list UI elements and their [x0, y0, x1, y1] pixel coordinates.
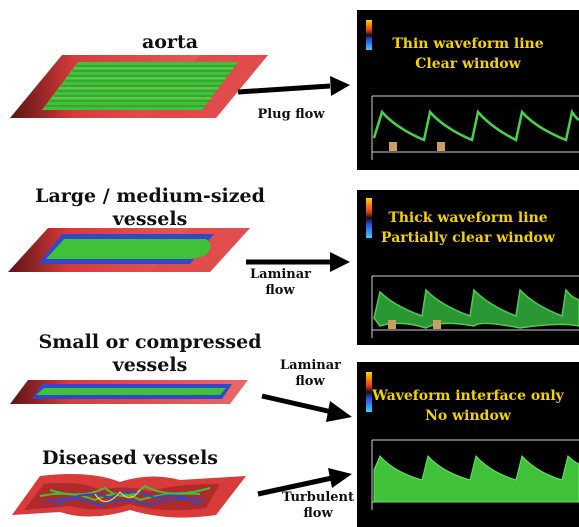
small-compressed-vessel — [10, 380, 248, 404]
aorta-vessel — [10, 55, 268, 118]
waveform-thin — [372, 108, 579, 142]
color-scale-bar-1 — [366, 20, 372, 50]
waveform-filled — [373, 454, 579, 503]
doppler-frame-2 — [371, 275, 579, 338]
doppler-panel-3-line2: No window — [425, 408, 511, 424]
doppler-panel-2-line1: Thick waveform line — [388, 210, 548, 226]
marker-2b — [433, 320, 441, 329]
doppler-panel-2-text: Thick waveform line Partially clear wind… — [357, 208, 579, 248]
aorta-label: aorta — [141, 31, 199, 53]
doppler-frame-1 — [371, 95, 579, 160]
arrow-turbulent-flow — [257, 468, 352, 497]
color-scale-bar-2 — [366, 198, 372, 238]
marker-1a — [389, 142, 397, 151]
doppler-panel-1-line2: Clear window — [415, 56, 521, 72]
laminar-flow-label-1: Laminar flow — [250, 267, 311, 298]
diseased-vessels-label: Diseased vessels — [41, 447, 218, 469]
doppler-panel-1: Thin waveform line Clear window — [357, 10, 579, 170]
turbulent-flow-label: Turbulent flow — [282, 490, 354, 521]
doppler-panel-1-text: Thin waveform line Clear window — [357, 34, 579, 74]
laminar-flow-label-2: Laminar flow — [280, 358, 341, 389]
marker-1b — [437, 142, 445, 151]
small-compressed-vessels-text: Small or compressed vessels — [38, 331, 262, 376]
doppler-panel-3-text: Waveform interface only No window — [357, 386, 579, 426]
large-medium-vessels-text: Large / medium-sized vessels — [35, 185, 265, 230]
doppler-panel-3-line1: Waveform interface only — [372, 388, 564, 404]
diseased-vessel — [12, 474, 246, 518]
doppler-panel-1-line1: Thin waveform line — [392, 36, 544, 52]
arrow-laminar-flow-1 — [246, 252, 350, 272]
color-scale-bar-3 — [366, 372, 372, 412]
marker-2a — [388, 320, 396, 329]
doppler-panel-2-line2: Partially clear window — [381, 230, 555, 246]
large-medium-vessel — [8, 228, 250, 272]
arrow-plug-flow — [237, 76, 350, 96]
small-compressed-vessels-label: Small or compressed vessels — [25, 331, 275, 377]
large-medium-vessels-label: Large / medium-sized vessels — [20, 185, 280, 231]
plug-flow-label: Plug flow — [257, 107, 325, 122]
arrow-laminar-flow-2 — [261, 393, 352, 422]
waveform-thick — [373, 288, 579, 329]
